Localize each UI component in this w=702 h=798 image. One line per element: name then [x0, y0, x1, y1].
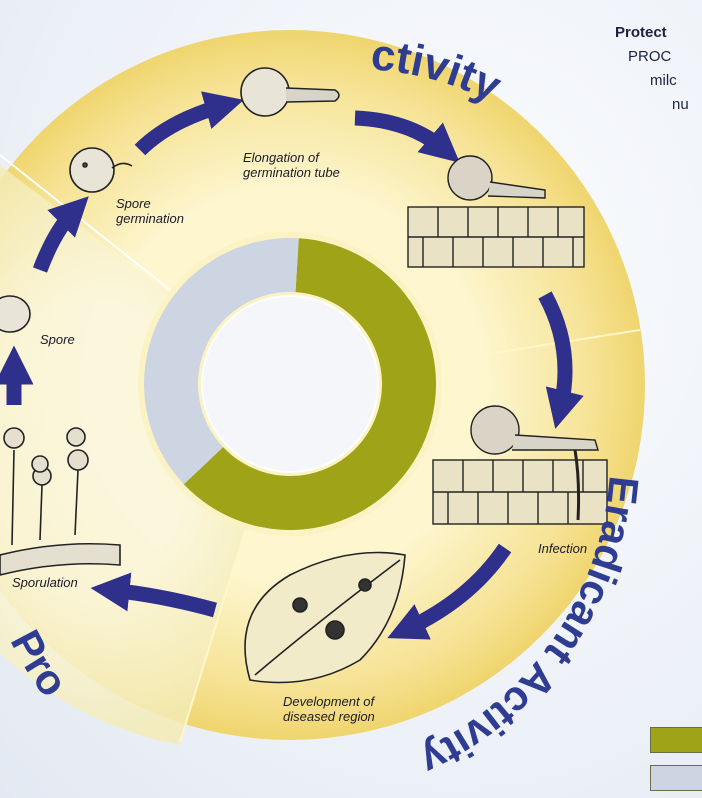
arrow-elongation-to-penetration [354, 110, 460, 163]
side-text-line: PROC [628, 48, 672, 65]
infection-drawing [432, 405, 608, 525]
diseased-leaf-drawing [244, 551, 406, 684]
donut-segment-1 [143, 238, 299, 485]
legend-swatch-gray [650, 765, 702, 791]
label-spore: Spore [40, 332, 75, 347]
arrow-infection-to-development [387, 543, 512, 640]
label-infection: Infection [538, 541, 588, 556]
penetration-drawing [407, 155, 585, 268]
spore-germination-drawing [69, 147, 133, 193]
label-sporulation: Sporulation [12, 575, 78, 590]
label-spore-germination: Spore germination [116, 196, 184, 226]
sporulation-drawing [0, 427, 121, 576]
label-development: Development of diseased region [283, 694, 375, 724]
donut-hole [201, 295, 379, 473]
legend-swatch-olive [650, 727, 702, 753]
spore-drawing [0, 295, 31, 333]
side-text-line: nu [672, 96, 689, 113]
side-text-line: milc [650, 72, 677, 89]
label-elongation: Elongation of germination tube [243, 150, 340, 180]
donut-segment-0 [183, 238, 436, 530]
cycle-arrows [0, 91, 584, 640]
side-text-title: Protect [615, 24, 667, 41]
arrow-development-to-sporulation [90, 572, 217, 618]
elongation-drawing [240, 67, 340, 117]
activity-donut [143, 238, 436, 530]
protective-sector [0, 165, 290, 745]
arrow-spore-to-germination [32, 196, 89, 273]
arrow-germination-to-elongation [134, 91, 244, 156]
arrow-to-infection [538, 291, 584, 429]
